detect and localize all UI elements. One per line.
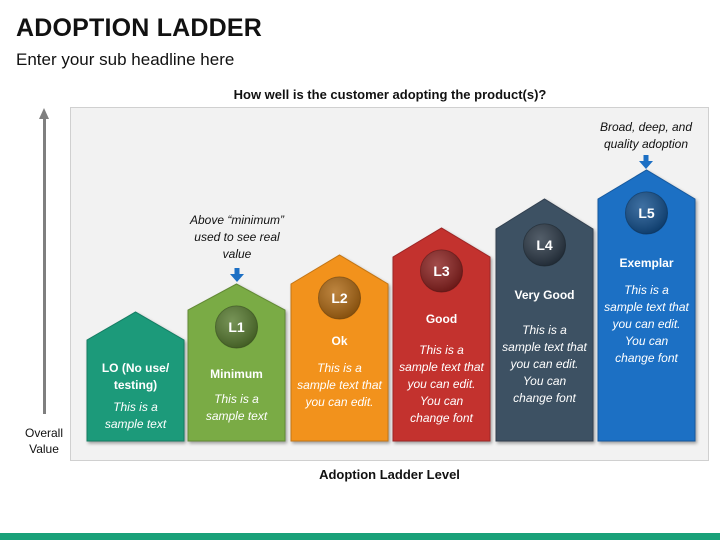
page-title: ADOPTION LADDER	[16, 14, 263, 42]
level-name-2: Ok	[331, 334, 348, 348]
level-desc-1: This is a sample text	[205, 392, 268, 423]
page-subtitle: Enter your sub headline here	[16, 50, 235, 69]
level-badge-label-2: L2	[331, 290, 348, 306]
ladder-step-1	[187, 283, 286, 442]
footer-bar	[0, 533, 720, 540]
level-name-4: Very Good	[514, 288, 575, 302]
ladder-step-3	[392, 227, 491, 442]
y-axis-label: Overall Value	[24, 426, 63, 456]
level-badge-shade-4	[523, 224, 566, 266]
annotation-top: Broad, deep, and quality adoption	[599, 120, 693, 151]
level-name-0: LO (No use/ testing)	[101, 361, 170, 392]
level-badge-label-1: L1	[228, 319, 245, 335]
value-axis-line	[43, 117, 46, 414]
level-badge-shade-3	[420, 250, 463, 292]
ladder-step-2	[290, 254, 389, 442]
annotation-minimum: Above “minimum” used to see real value	[189, 213, 285, 261]
level-desc-0: This is a sample text	[104, 400, 167, 431]
level-desc-4: This is a sample text that you can edit.…	[502, 323, 587, 405]
level-badge-label-5: L5	[638, 205, 655, 221]
value-axis-arrow-icon	[39, 108, 49, 119]
level-name-5: Exemplar	[619, 256, 674, 270]
annotation-arrow-minimum-icon	[230, 268, 244, 282]
diagram-question: How well is the customer adopting the pr…	[233, 87, 547, 102]
x-axis-label: Adoption Ladder Level	[319, 467, 460, 482]
level-desc-3: This is a sample text that you can edit.…	[399, 343, 484, 425]
level-badge-shade-1	[215, 306, 258, 348]
level-badge-label-3: L3	[433, 263, 450, 279]
annotation-arrow-top-icon	[639, 155, 653, 169]
level-badge-shade-5	[625, 192, 668, 234]
level-badge-shade-2	[318, 277, 361, 319]
level-name-3: Good	[425, 312, 458, 326]
level-name-1: Minimum	[210, 367, 263, 381]
ladder-step-4	[495, 198, 594, 442]
level-desc-5: This is a sample text that you can edit.…	[604, 283, 689, 365]
ladder-step-0	[86, 311, 185, 442]
level-desc-2: This is a sample text that you can edit.	[297, 361, 382, 409]
ladder-step-5	[597, 169, 696, 442]
level-badge-label-4: L4	[536, 237, 553, 253]
